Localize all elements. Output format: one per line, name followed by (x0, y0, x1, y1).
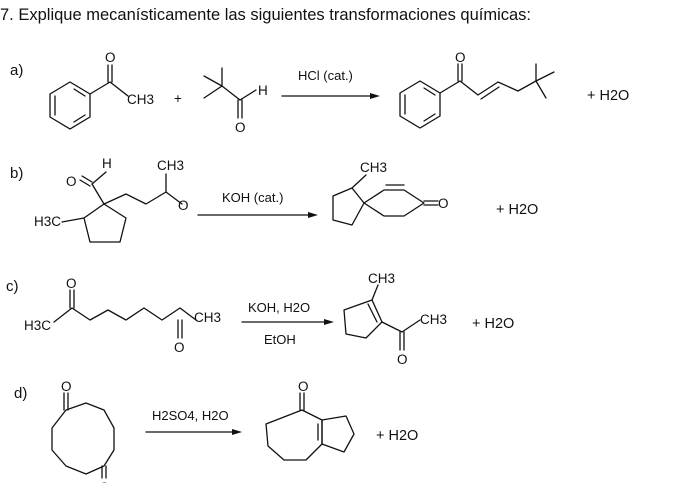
atom-ch3: CH3 (127, 92, 154, 107)
question-title: 7. Explique mecanísticamente las siguien… (0, 6, 532, 24)
byproduct-b: + H2O (496, 202, 538, 218)
byproduct-c: + H2O (472, 316, 514, 332)
atom-h3c: H3C (34, 214, 61, 229)
enone-product-structure: O (399, 50, 555, 129)
condition-c-top: KOH, H2O (248, 300, 310, 315)
cyclopentenyl-ketone-structure: CH3 O CH3 (343, 271, 447, 367)
condition-b: KOH (cat.) (222, 190, 283, 205)
atom-ch3: CH3 (420, 312, 447, 327)
atom-h: H (102, 156, 112, 171)
acetophenone-structure: O CH3 (49, 50, 154, 130)
atom-o: O (174, 340, 185, 355)
keto-aldehyde-structure: O H CH3 O H3C (34, 156, 189, 243)
byproduct-d: + H2O (376, 428, 418, 444)
part-a-label: a) (10, 62, 24, 79)
pivaldehyde-structure: H O (203, 67, 268, 135)
condition-d: H2SO4, H2O (152, 408, 229, 423)
diketone-structure: H3C O O CH3 (24, 276, 221, 355)
spiro-enone-structure: CH3 O (332, 160, 449, 226)
atom-o: O (178, 198, 189, 213)
part-d-label: d) (14, 385, 28, 402)
atom-o: O (298, 379, 309, 394)
atom-ch3: CH3 (368, 271, 395, 286)
arrow-head-c (324, 319, 334, 325)
atom-o: O (438, 196, 449, 211)
arrow-head-d (232, 429, 242, 435)
byproduct-a: + H2O (587, 88, 629, 104)
bicyclic-enone-structure: O (265, 379, 355, 461)
part-b-label: b) (10, 165, 24, 182)
arrow-head-b (308, 212, 318, 218)
plus-sign: + (174, 91, 182, 106)
atom-h: H (258, 83, 268, 98)
arrow-head-a (370, 93, 380, 99)
atom-o: O (455, 50, 466, 65)
atom-ch3: CH3 (194, 310, 221, 325)
condition-a: HCl (cat.) (298, 68, 353, 83)
atom-o: O (66, 174, 77, 189)
atom-o: O (235, 120, 246, 135)
condition-c-bottom: EtOH (264, 332, 296, 347)
atom-o: O (61, 379, 72, 394)
cyclodecanedione-structure: O O (51, 379, 115, 483)
atom-o: O (105, 50, 116, 65)
atom-o: O (66, 276, 77, 291)
atom-h3c: H3C (24, 318, 51, 333)
atom-o: O (397, 352, 408, 367)
atom-ch3: CH3 (360, 160, 387, 175)
part-c-label: c) (6, 278, 19, 295)
atom-ch3: CH3 (157, 158, 184, 173)
atom-o: O (99, 480, 110, 483)
